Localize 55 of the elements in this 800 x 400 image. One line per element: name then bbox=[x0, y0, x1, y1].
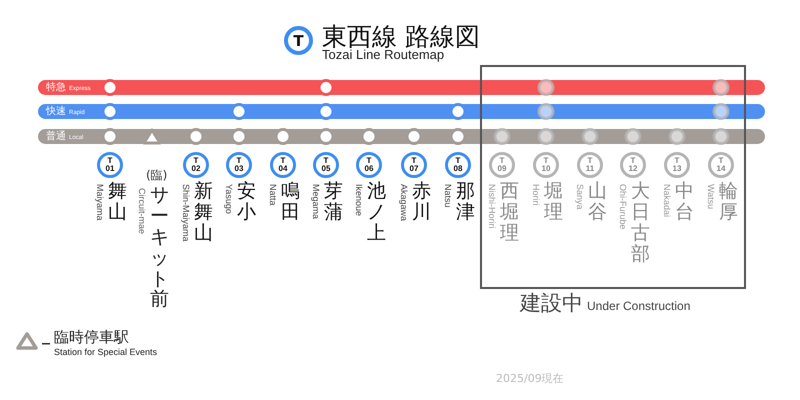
service-name: 快速 bbox=[46, 104, 66, 119]
date-note: 2025/09現在 bbox=[496, 371, 564, 386]
station-number-badge: T 06 bbox=[356, 152, 382, 178]
station-name: 西堀理 bbox=[500, 181, 519, 244]
station-number-badge: T 11 bbox=[577, 152, 603, 178]
station-name-english: Natta bbox=[268, 184, 278, 206]
station-name-english: Sanya bbox=[575, 184, 585, 210]
station-name-english: Megama bbox=[311, 184, 321, 220]
area-heading: 建設中 bbox=[520, 290, 583, 317]
station-number-badge: T 04 bbox=[270, 152, 296, 178]
temporary-stop-mark: (臨) bbox=[146, 167, 168, 184]
station-number-badge: T 03 bbox=[226, 152, 252, 178]
station-name-english: Watsu bbox=[706, 184, 716, 210]
station-number-badge: T 02 bbox=[183, 152, 209, 178]
station-name: 芽蒲 bbox=[324, 181, 343, 223]
station-name: 安小 bbox=[237, 181, 256, 223]
station-name: 堀理 bbox=[544, 181, 563, 223]
station-name: 赤川 bbox=[412, 181, 431, 223]
service-band bbox=[38, 104, 765, 119]
station-name: 山谷 bbox=[588, 181, 607, 223]
station-name: 新舞山 bbox=[194, 181, 213, 244]
station-name-english: Akagawa bbox=[399, 184, 409, 222]
station-number-badge: T 09 bbox=[489, 152, 515, 178]
station-number-badge: T 05 bbox=[313, 152, 339, 178]
station-number-badge: T 14 bbox=[708, 152, 734, 178]
station-name-english: Horiri bbox=[531, 184, 541, 206]
station-number-badge: T 12 bbox=[620, 152, 646, 178]
station-number-badge: T 13 bbox=[664, 152, 690, 178]
service-name: 普通 bbox=[46, 130, 66, 144]
area-heading-english: Under Construction bbox=[587, 299, 690, 313]
station-name: 舞山 bbox=[108, 181, 127, 223]
station-number-badge: T 01 bbox=[97, 152, 123, 178]
station-name-english: Ikenoue bbox=[354, 184, 364, 216]
station-number-badge: T 10 bbox=[533, 152, 559, 178]
station-name-english: Natsu bbox=[443, 184, 453, 208]
station-name-english: Shin-Maiyama bbox=[181, 184, 191, 242]
legend-text: 臨時停車駅 bbox=[54, 328, 129, 347]
station-name: サーキット前 bbox=[150, 185, 169, 310]
station-name-english: Ohi-Furube bbox=[618, 184, 628, 230]
legend-text-english: Station for Special Events bbox=[54, 347, 158, 357]
station-number-badge: T 08 bbox=[445, 152, 471, 178]
station-name-english: Maiyama bbox=[95, 184, 105, 221]
service-name: 特急 bbox=[46, 80, 66, 95]
station-name: 中台 bbox=[675, 181, 694, 223]
station-name: 鳴田 bbox=[281, 181, 300, 223]
station-number-badge: T 07 bbox=[401, 152, 427, 178]
station-name: 大日古部 bbox=[631, 181, 650, 265]
station-name-english: Yasugo bbox=[224, 184, 234, 214]
station-name-english: Nishi-Horiri bbox=[487, 184, 497, 228]
station-name-english: Nakadai bbox=[662, 184, 672, 218]
station-name: 那津 bbox=[456, 181, 475, 223]
station-name: 輪厚 bbox=[719, 181, 738, 223]
station-name-english: Circuit-mae bbox=[137, 188, 147, 234]
service-band bbox=[38, 80, 765, 95]
station-name: 池ノ上 bbox=[367, 181, 386, 244]
